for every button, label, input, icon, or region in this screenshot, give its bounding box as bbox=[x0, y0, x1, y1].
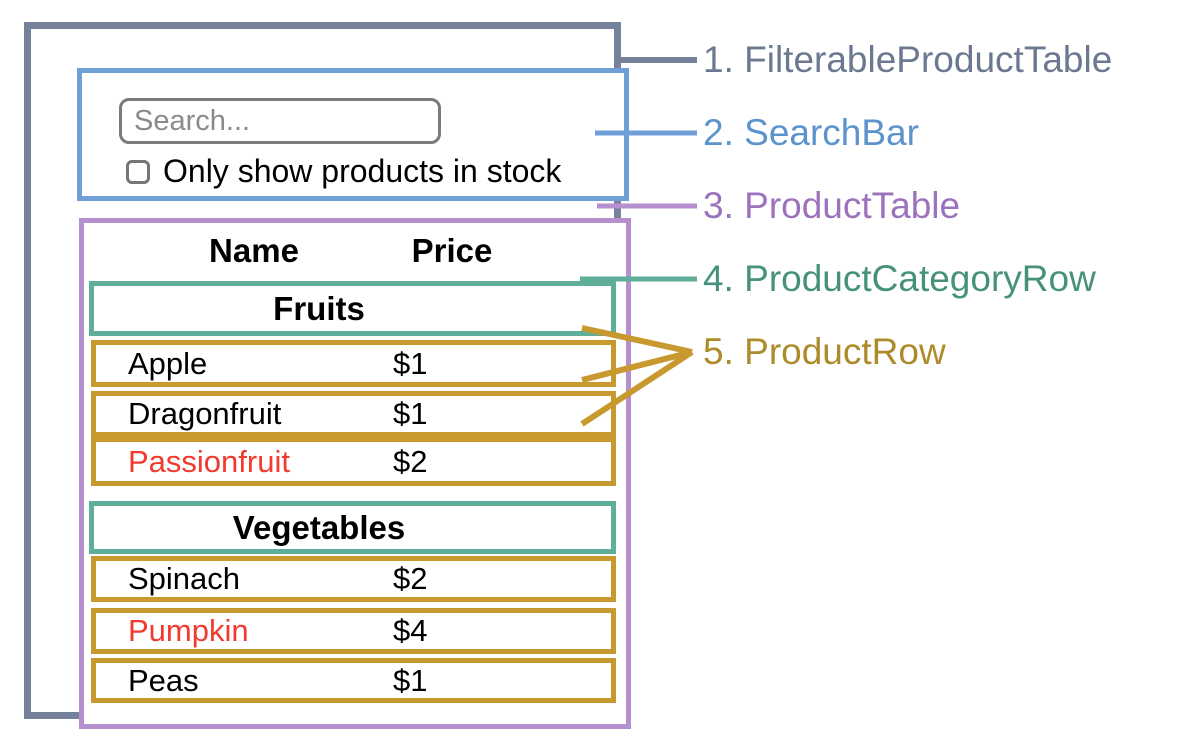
search-input[interactable] bbox=[119, 98, 441, 144]
category-name: Fruits bbox=[273, 289, 365, 327]
product-name: Dragonfruit bbox=[128, 396, 282, 431]
in-stock-checkbox[interactable] bbox=[126, 160, 150, 184]
product-row: Passionfruit $2 bbox=[91, 437, 616, 486]
in-stock-checkbox-label: Only show products in stock bbox=[163, 153, 562, 189]
category-name: Vegetables bbox=[232, 508, 406, 546]
legend-label-product-table: 3. ProductTable bbox=[703, 185, 961, 226]
product-category-row: Vegetables bbox=[89, 501, 616, 554]
legend-label-search-bar: 2. SearchBar bbox=[703, 112, 919, 153]
column-header-price: Price bbox=[411, 232, 493, 269]
product-price: $1 bbox=[393, 396, 428, 431]
product-price: $1 bbox=[393, 662, 428, 698]
product-price: $1 bbox=[393, 345, 428, 381]
product-row: Spinach $2 bbox=[91, 556, 616, 602]
legend-label-product-category-row: 4. ProductCategoryRow bbox=[703, 258, 1096, 299]
product-row: Peas $1 bbox=[91, 658, 616, 703]
legend-label-product-row: 5. ProductRow bbox=[703, 331, 946, 372]
product-name: Apple bbox=[128, 345, 208, 381]
product-row: Dragonfruit $1 bbox=[91, 391, 616, 437]
product-name: Spinach bbox=[128, 561, 241, 596]
product-name-out-of-stock: Passionfruit bbox=[128, 443, 290, 479]
filterable-product-table-box: Only show products in stock Name Price F… bbox=[24, 22, 631, 729]
product-category-row: Fruits bbox=[89, 281, 616, 336]
column-header-name: Name bbox=[209, 232, 299, 269]
product-row: Pumpkin $4 bbox=[91, 608, 616, 654]
product-price: $4 bbox=[393, 613, 428, 648]
product-name: Peas bbox=[128, 662, 199, 698]
legend-label-filterable-product-table: 1. FilterableProductTable bbox=[703, 39, 1113, 80]
product-price: $2 bbox=[393, 561, 428, 596]
product-name-out-of-stock: Pumpkin bbox=[128, 613, 249, 648]
product-price: $2 bbox=[393, 443, 428, 479]
product-row: Apple $1 bbox=[91, 340, 616, 387]
